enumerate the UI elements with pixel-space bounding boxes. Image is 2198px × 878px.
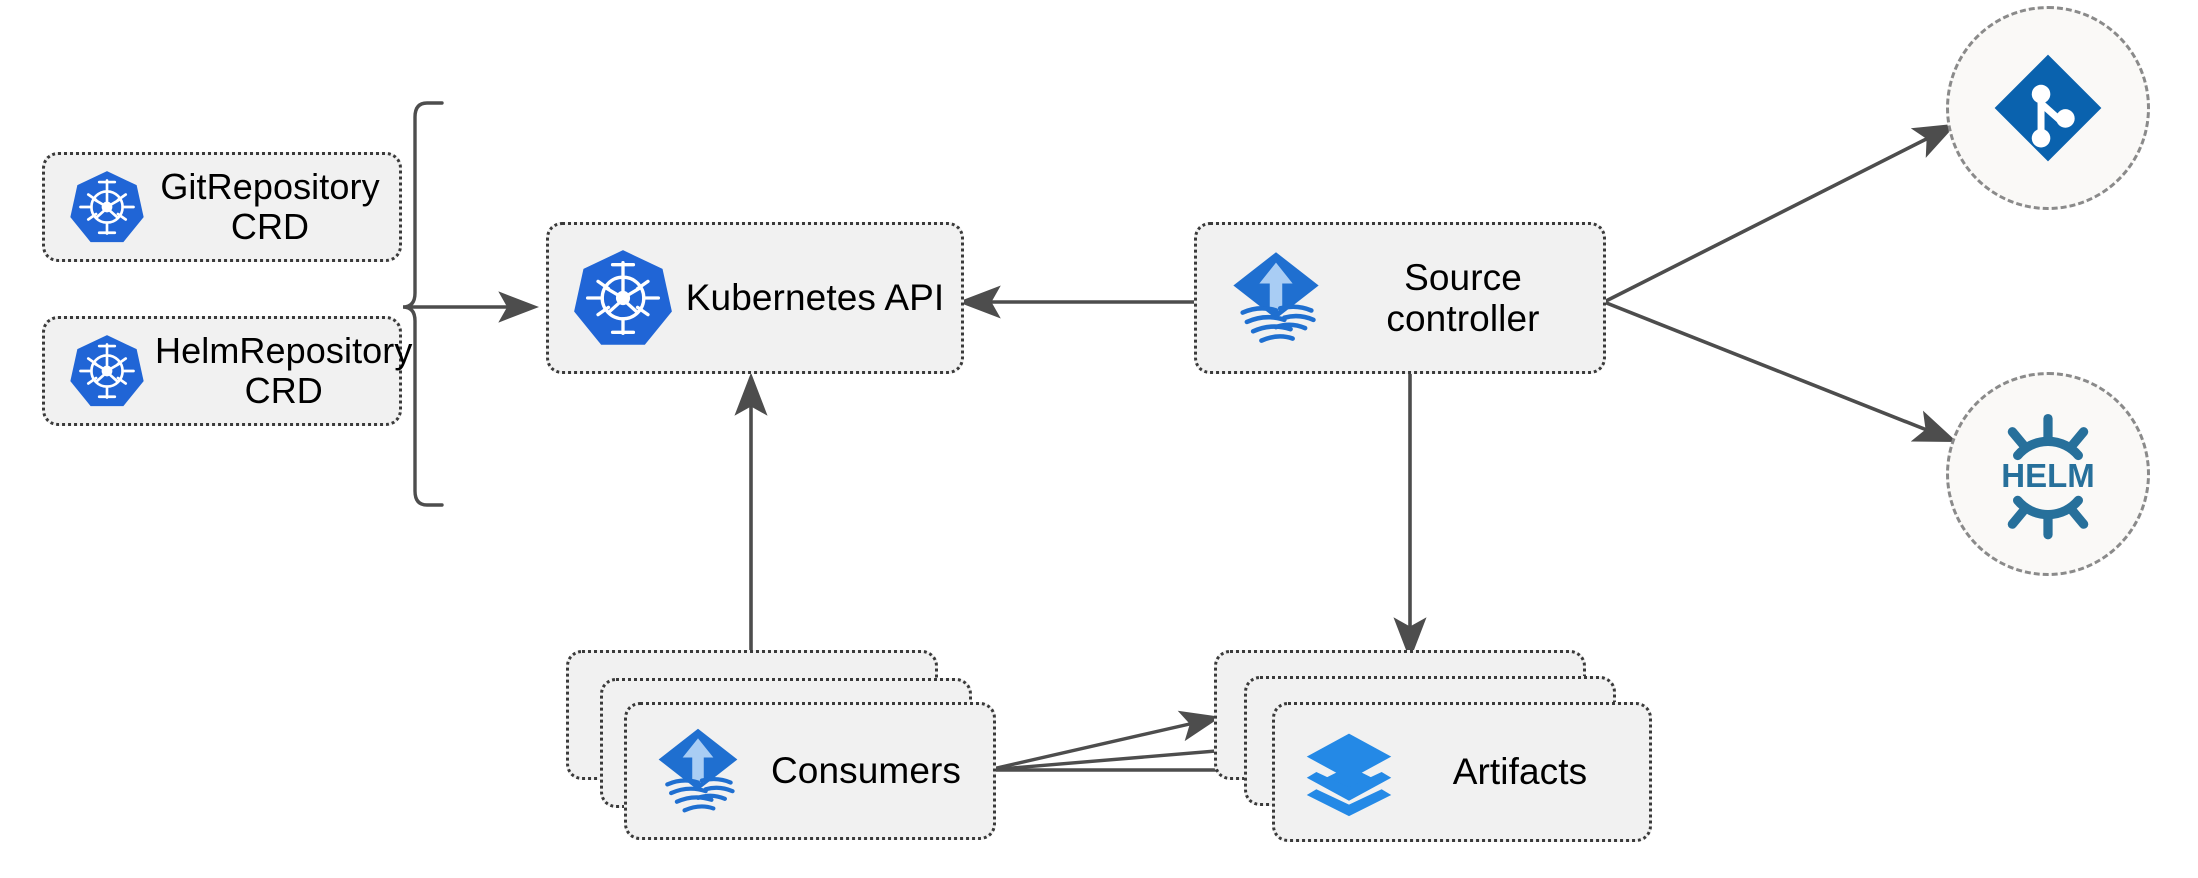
kubernetes-icon	[59, 159, 155, 255]
helm-icon: HELM	[1982, 408, 2114, 540]
crd-group-bracket	[402, 101, 540, 507]
wire-source-to-helm	[1603, 300, 1958, 442]
node-label: GitRepository CRD	[160, 165, 380, 247]
node-label: Source controller	[1386, 256, 1540, 339]
kubernetes-icon	[59, 323, 155, 419]
helm-wordmark: HELM	[2001, 457, 2095, 494]
node-source-controller[interactable]: Source controller	[1194, 222, 1606, 374]
node-consumers[interactable]: Consumers	[624, 702, 996, 840]
wire-consumers-to-artifacts-mid	[987, 735, 1258, 772]
node-git-source[interactable]	[1946, 6, 2150, 210]
node-artifacts[interactable]: Artifacts	[1272, 702, 1652, 842]
node-label: Kubernetes API	[685, 277, 945, 319]
git-icon	[1990, 50, 2106, 166]
node-helmrepository-crd[interactable]: HelmRepository CRD	[42, 316, 412, 426]
node-label: Artifacts	[1452, 751, 1588, 793]
flux-icon	[643, 716, 753, 826]
node-kubernetes-api[interactable]: Kubernetes API	[546, 222, 964, 374]
kubernetes-icon	[563, 238, 683, 358]
wire-consumers-to-artifacts-top	[987, 710, 1221, 772]
node-label: Consumers	[770, 750, 962, 792]
wire-source-to-git	[1603, 123, 1957, 304]
flux-icon	[1215, 237, 1337, 359]
node-label: HelmRepository CRD	[155, 329, 413, 411]
node-helm-source[interactable]: HELM	[1946, 372, 2150, 576]
layers-icon	[1293, 716, 1405, 828]
node-gitrepository-crd[interactable]: GitRepository CRD	[42, 152, 402, 262]
